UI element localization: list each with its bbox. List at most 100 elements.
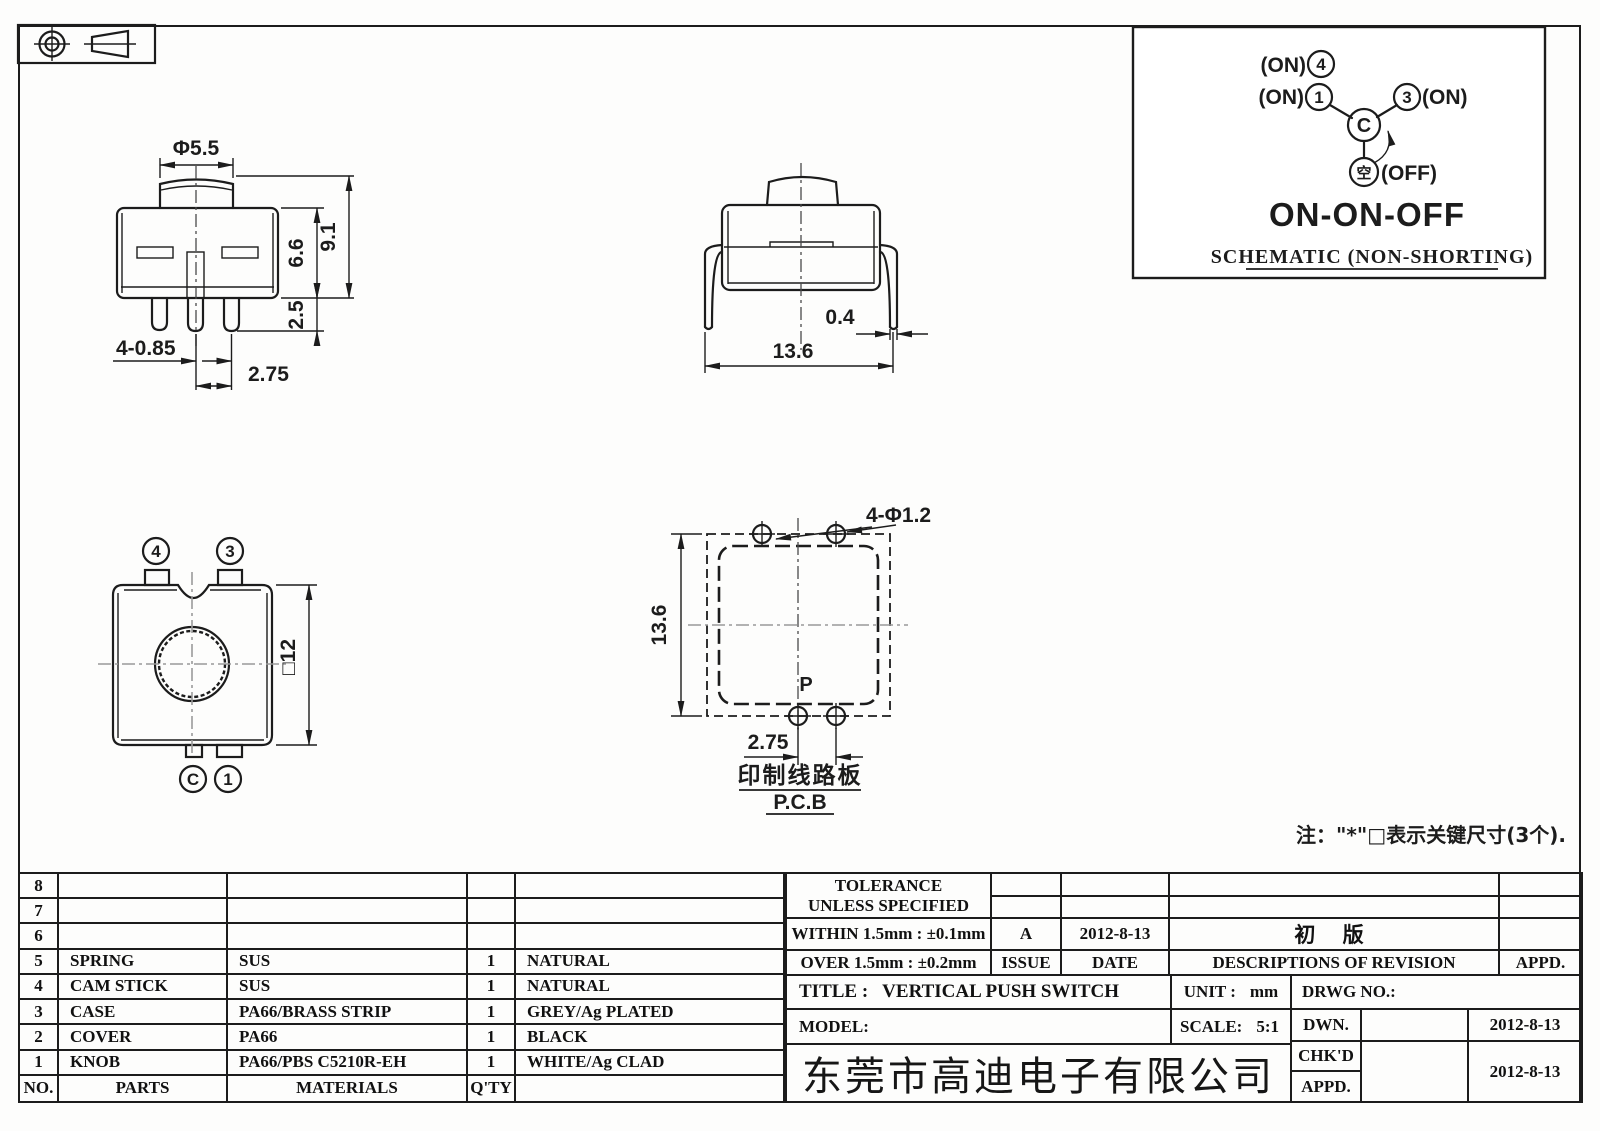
schematic-off-terminal-label: 空 — [1356, 164, 1371, 182]
parts-row-material: SUS — [228, 974, 468, 1001]
parts-row-remarks — [516, 899, 783, 925]
parts-header-qty: Q'TY — [468, 1075, 516, 1101]
parts-row-no: 3 — [20, 1000, 59, 1026]
schematic-caption: SCHEMATIC (NON-SHORTING) — [1211, 246, 1533, 268]
front-pin-left — [150, 296, 169, 332]
top-label-circle-1 — [213, 764, 243, 794]
side-dim-leg-thickness: 0.4 — [825, 306, 928, 340]
front-latch-window-right — [221, 246, 259, 259]
revision-empty-cell — [1500, 874, 1581, 897]
schematic-terminal-1-num: 1 — [1314, 88, 1323, 107]
pcb-dim-height: 13.6 — [648, 533, 702, 717]
parts-row-no: 1 — [20, 1050, 59, 1076]
parts-row-material: PA66/PBS C5210R-EH — [228, 1050, 468, 1076]
parts-row-qty: 1 — [468, 1000, 516, 1026]
schematic-terminal-4-num: 4 — [1316, 55, 1326, 74]
side-dim-width-text: 13.6 — [773, 340, 814, 363]
chkd-date: 2012-8-13 — [1489, 1061, 1561, 1081]
parts-row-qty — [468, 899, 516, 925]
front-dim-heights: 6.6 9.1 2.5 — [236, 175, 354, 346]
parts-row-material: PA66 — [228, 1025, 468, 1051]
top-label-c: C — [187, 770, 199, 789]
top-terminal-tab-1 — [215, 743, 244, 759]
tolerance-over: OVER 1.5mm : ±0.2mm — [787, 951, 992, 974]
pcb-dim-holes-text: 4-Φ1.2 — [866, 504, 931, 527]
front-latch-window-left — [136, 246, 174, 259]
parts-row-name: COVER — [59, 1025, 228, 1051]
schematic-terminal-4 — [1306, 49, 1336, 79]
revision-date-label: DATE — [1062, 951, 1170, 974]
front-dim-knob-dia: Φ5.5 — [159, 137, 234, 178]
front-dim-total-h-text: 9.1 — [317, 222, 340, 252]
tolerance-within: WITHIN 1.5mm : ±0.1mm — [787, 919, 992, 952]
pcb-hole-top-left — [749, 521, 775, 547]
parts-row-name: SPRING — [59, 949, 228, 975]
unit-label: UNIT : — [1183, 982, 1236, 1001]
parts-row-material — [228, 924, 468, 950]
parts-header-parts: PARTS — [59, 1075, 228, 1101]
top-label-circle-c — [178, 764, 208, 794]
parts-row-name — [59, 924, 228, 950]
schematic-terminal-3 — [1392, 82, 1422, 112]
top-dim-square-text: □12 — [277, 639, 300, 675]
top-body — [111, 583, 274, 747]
scale-value: 5:1 — [1256, 1016, 1280, 1036]
parts-row-no: 4 — [20, 974, 59, 1001]
parts-row-qty: 1 — [468, 974, 516, 1001]
top-label-4: 4 — [151, 542, 161, 561]
parts-row-material — [228, 899, 468, 925]
parts-table: 8 7 6 5 SPRING SUS 1 NATURAL 4 CAM STICK… — [18, 872, 785, 1103]
parts-row-qty: 1 — [468, 1025, 516, 1051]
scale-label: SCALE: — [1180, 1016, 1243, 1036]
parts-row-remarks — [516, 874, 783, 900]
side-knob — [765, 175, 840, 207]
revision-description-label: DESCRIPTIONS OF REVISION — [1170, 951, 1500, 974]
model-cell: MODEL: — [787, 1010, 1172, 1045]
pcb-dim-height-text: 13.6 — [648, 605, 671, 646]
revision-empty-cell — [1500, 897, 1581, 920]
schematic-rotation-arrow — [1373, 130, 1396, 164]
parts-row-material: SUS — [228, 949, 468, 975]
top-label-circle-4 — [141, 536, 171, 566]
parts-row-name — [59, 874, 228, 900]
front-dim-pin-len-text: 2.5 — [285, 300, 308, 330]
parts-row-name — [59, 899, 228, 925]
revision-description-value: 初 版 — [1170, 919, 1500, 952]
top-view: 4 3 C 1 □12 — [98, 536, 317, 794]
side-leg-left — [703, 243, 724, 331]
top-label-circle-3 — [215, 536, 245, 566]
revision-empty-cell — [1170, 896, 1500, 920]
schematic-on3-label: (ON) — [1422, 86, 1468, 109]
pcb-dim-pitch-text: 2.75 — [748, 731, 789, 754]
title-value: VERTICAL PUSH SWITCH — [882, 981, 1120, 1002]
schematic-common-label: C — [1357, 115, 1371, 137]
chkd-signature — [1362, 1042, 1469, 1101]
parts-header-no: NO. — [20, 1075, 59, 1101]
company-name: 东莞市高迪电子有限公司 — [787, 1045, 1292, 1101]
pcb-view: 4-Φ1.2 13.6 P 2.75 印制线路板 P.C.B — [648, 504, 931, 815]
schematic-on1-label: (ON) — [1259, 86, 1305, 109]
pcb-hole-bottom-center — [785, 703, 811, 729]
parts-row-no: 2 — [20, 1025, 59, 1051]
parts-header-materials: MATERIALS — [228, 1075, 468, 1101]
parts-header-remarks — [516, 1076, 783, 1101]
parts-row-remarks: NATURAL — [516, 975, 783, 1001]
schematic-on4-label: (ON) — [1261, 54, 1307, 77]
title-block: TITLE : VERTICAL PUSH SWITCH UNIT : mm D… — [785, 974, 1583, 1103]
top-label-3: 3 — [225, 542, 234, 561]
pcb-dim-pitch: 2.75 — [744, 728, 863, 765]
revision-empty-cell — [1062, 896, 1170, 920]
pcb-caption-cn: 印制线路板 — [738, 762, 863, 789]
front-pin-right — [222, 296, 241, 333]
revision-block: TOLERANCE UNLESS SPECIFIED WITHIN 1.5mm … — [785, 872, 1583, 974]
parts-row-remarks: NATURAL — [516, 950, 783, 975]
scale-cell: SCALE: 5:1 — [1172, 1010, 1292, 1045]
top-label-1: 1 — [223, 770, 232, 789]
front-dim-body-h-text: 6.6 — [285, 238, 308, 267]
pcb-hole-bottom-right — [823, 703, 849, 729]
revision-empty-cell — [1170, 874, 1500, 897]
drwg-no-cell: DRWG NO.: — [1292, 976, 1581, 1010]
schematic-terminal-1 — [1304, 82, 1334, 112]
revision-empty-cell — [992, 896, 1062, 920]
